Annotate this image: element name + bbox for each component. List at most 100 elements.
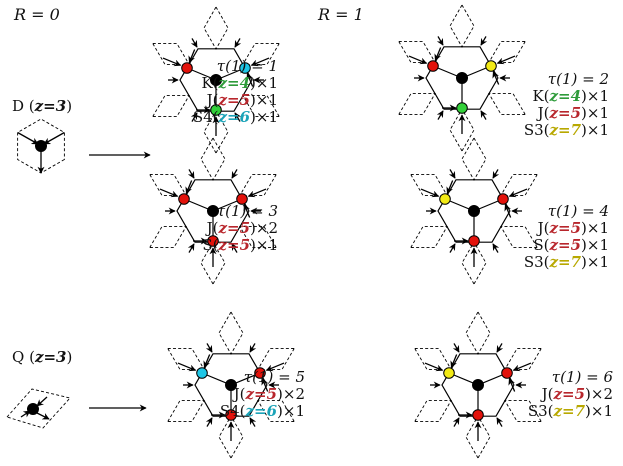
count-prefix: S4( xyxy=(219,402,246,420)
seed-d-label: D (z=3) xyxy=(12,97,73,115)
coordination-label: z=5 xyxy=(218,91,251,109)
config-count-line: J(z=5)×1 xyxy=(193,92,278,109)
coordination-label: z=6 xyxy=(245,402,278,420)
arrow-edge xyxy=(162,57,182,67)
cyan-node xyxy=(239,62,251,74)
arrow-edge xyxy=(492,169,500,179)
ring-edge xyxy=(425,46,499,110)
dashed-tile xyxy=(218,311,244,355)
arrow-edge xyxy=(452,343,460,353)
count-suffix: )×1 xyxy=(581,87,609,105)
green-node xyxy=(210,104,222,116)
count-prefix: S4( xyxy=(192,108,219,126)
arrow-edge xyxy=(250,57,270,67)
red-node xyxy=(497,193,509,205)
config-count-line: K(z=4)×1 xyxy=(524,88,609,105)
arrow-edge xyxy=(231,169,239,179)
black-node xyxy=(27,403,39,415)
arrow-edge xyxy=(436,36,444,46)
count-suffix: )×2 xyxy=(277,385,305,403)
count-suffix: )×1 xyxy=(581,121,609,139)
config-count-line: J(z=5)×2 xyxy=(202,220,278,237)
coordination-label: z=6 xyxy=(218,108,251,126)
red-node xyxy=(472,409,484,421)
arrow-edge xyxy=(446,180,454,195)
coordination-label: z=4 xyxy=(218,74,251,92)
count-prefix: J( xyxy=(206,219,219,237)
arrow-edge xyxy=(424,362,444,372)
red-node xyxy=(427,60,439,72)
yellow-node xyxy=(439,193,451,205)
red-node xyxy=(236,193,248,205)
config-count-line: S4(z=6)×1 xyxy=(193,109,278,126)
coordination-label: z=5 xyxy=(553,385,586,403)
config-tau: τ(1) = 1 xyxy=(216,57,278,75)
count-prefix: S3( xyxy=(523,253,550,271)
config-count-line: J(z=5)×1 xyxy=(524,105,609,122)
arrow-edge xyxy=(249,417,257,427)
config-count-line: J(z=5)×1 xyxy=(524,220,609,237)
count-suffix: )×1 xyxy=(250,108,278,126)
arrow-edge xyxy=(190,38,198,48)
arrow-edge xyxy=(34,411,50,420)
coordination-label: z=5 xyxy=(549,219,582,237)
config-tau: τ(1) = 3 xyxy=(216,202,278,220)
arrow-edge xyxy=(492,70,500,85)
dashed-tile xyxy=(397,93,436,115)
arrow-edge xyxy=(480,110,488,120)
arrow-edge xyxy=(420,188,440,198)
arrow-edge xyxy=(205,417,213,427)
green-node xyxy=(456,102,468,114)
red-node xyxy=(178,193,190,205)
red-node xyxy=(468,235,480,247)
count-suffix: )×1 xyxy=(250,91,278,109)
config-count-line: S4(z=6)×1 xyxy=(220,403,305,420)
arrow-edge xyxy=(205,343,213,353)
config-count-line: J(z=5)×2 xyxy=(528,386,613,403)
coordination-label: z=7 xyxy=(553,402,586,420)
arrow-edge xyxy=(504,203,512,218)
black-node xyxy=(207,205,219,217)
arrow-edge xyxy=(496,343,504,353)
arrow-edge xyxy=(508,188,528,198)
arrow-edge xyxy=(436,110,444,120)
black-node xyxy=(35,140,47,152)
red-node xyxy=(501,367,513,379)
header-r1: R = 1 xyxy=(318,5,364,24)
seed-q-name: Q xyxy=(12,348,25,366)
arrow-edge xyxy=(480,36,488,46)
seed-q-label: Q (z=3) xyxy=(12,348,73,366)
count-prefix: S3( xyxy=(527,402,554,420)
count-suffix: )×2 xyxy=(585,385,613,403)
arrow-edge xyxy=(408,55,428,65)
count-prefix: J( xyxy=(206,91,219,109)
config-count-line: S(z=5)×1 xyxy=(524,237,609,254)
arrow-edge xyxy=(448,169,456,179)
arrow-edge xyxy=(36,396,48,407)
config-tau: τ(1) = 6 xyxy=(551,368,613,386)
arrow-edge xyxy=(434,47,442,62)
dashed-tile xyxy=(203,6,229,50)
dashed-tile xyxy=(151,95,190,117)
config-count-line: S(z=5)×1 xyxy=(202,237,278,254)
count-suffix: )×1 xyxy=(581,104,609,122)
arrow-edge xyxy=(448,243,456,253)
count-suffix: )×1 xyxy=(581,253,609,271)
dashed-tile xyxy=(200,137,226,181)
arrow-edge xyxy=(261,377,269,392)
arrow-edge xyxy=(17,131,39,145)
yellow-node xyxy=(443,367,455,379)
count-suffix: )×1 xyxy=(250,236,278,254)
arrow-edge xyxy=(508,377,516,392)
config-tau: τ(1) = 4 xyxy=(547,202,609,220)
black-node xyxy=(225,379,237,391)
ring-edge xyxy=(179,48,253,112)
arrow-edge xyxy=(187,169,195,179)
black-node xyxy=(468,205,480,217)
config-count-line: S3(z=7)×1 xyxy=(524,122,609,139)
ring-edge xyxy=(437,179,511,243)
